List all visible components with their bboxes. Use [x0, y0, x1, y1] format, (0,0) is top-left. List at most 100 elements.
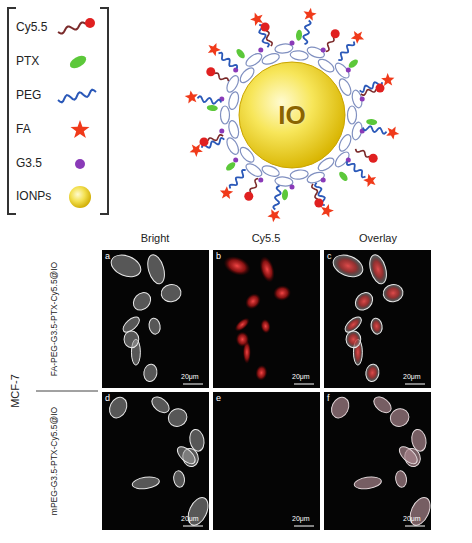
- cell-shape: [410, 428, 428, 452]
- nanoparticle-illustration: [185, 8, 400, 223]
- cell-shape: [354, 475, 383, 490]
- ptx-drug: [296, 30, 303, 41]
- fa-star: [386, 127, 399, 140]
- cell-shape: [108, 251, 144, 281]
- g35-dot: [233, 157, 238, 162]
- overlay-tint: [406, 494, 434, 528]
- dendrimer-loop: [333, 150, 352, 169]
- legend-label: PEG: [16, 89, 41, 102]
- dendrimer-loop: [244, 161, 264, 179]
- g35-symbol: [75, 159, 85, 169]
- cell-shape: [120, 314, 142, 335]
- cell-shape: [145, 253, 168, 286]
- dendrimer-loop: [227, 120, 240, 140]
- cell-shape: [188, 428, 206, 452]
- legend-label: IONPs: [16, 190, 51, 203]
- fa-star: [220, 186, 233, 199]
- cell-shape: [371, 394, 394, 416]
- scale-bar: [183, 384, 203, 385]
- panel-letter: d: [105, 394, 110, 404]
- fluorescence-signal: [254, 364, 268, 381]
- dendrimer-loop: [225, 74, 241, 94]
- cell-shape: [382, 283, 404, 303]
- cell-shape: [149, 394, 172, 416]
- scale-label: 20μm: [292, 373, 310, 381]
- cell-shape: [352, 289, 376, 314]
- cy55-symbol: [58, 23, 86, 34]
- dendrimer-loop: [225, 136, 241, 156]
- fa-star: [351, 31, 364, 44]
- fa-symbol: [71, 120, 90, 138]
- fluorescence-signal: [272, 284, 292, 302]
- peg-chain: [230, 170, 246, 189]
- row-label: mPEG-G3.5-PTX-Cy5.5@IO: [50, 407, 59, 515]
- micrograph-panel: [213, 250, 320, 388]
- ptx-drug: [366, 119, 377, 126]
- cell-shape: [174, 444, 198, 467]
- cy55-chain: [208, 135, 223, 141]
- cell-shape: [370, 317, 384, 335]
- fa-star: [381, 73, 394, 86]
- dendrimer-loop: [306, 45, 326, 60]
- dendrimer-loop: [290, 169, 309, 180]
- core-label: IO: [278, 101, 305, 130]
- g35-dot: [346, 68, 351, 73]
- g35-dot: [219, 129, 224, 134]
- scale-bar: [405, 526, 425, 527]
- overlay-tint: [371, 394, 394, 416]
- ionp-symbol: [69, 186, 91, 208]
- fluorescence-signal: [233, 315, 252, 333]
- overlay-tint: [396, 444, 420, 467]
- dendrimer-loop: [290, 50, 309, 61]
- fluorescence-signal: [347, 331, 361, 347]
- ptx-drug: [347, 58, 359, 70]
- fa-star: [363, 174, 376, 187]
- row-separator: [36, 391, 98, 392]
- overlay-tint: [354, 475, 383, 490]
- cell-shape: [130, 289, 154, 314]
- dendrimer-loop: [244, 51, 264, 69]
- cy55-dot: [206, 67, 215, 76]
- cell-shape: [396, 444, 420, 467]
- cell-shape: [160, 283, 182, 303]
- dendrimer-loop: [348, 106, 357, 124]
- column-header: Overlay: [359, 232, 397, 244]
- micrograph-panel: [324, 250, 431, 388]
- cell-shape: [132, 475, 161, 490]
- cell-shape: [406, 494, 434, 528]
- scale-label: 20μm: [292, 515, 310, 523]
- row-label: FA-PEG-G3.5-PTX-Cy5.5@IO: [50, 262, 59, 376]
- fluorescence-signal: [383, 284, 403, 302]
- ptx-drug: [207, 105, 218, 112]
- cell-shape: [395, 470, 408, 488]
- g35-dot: [258, 177, 263, 182]
- fluorescence-signal: [344, 315, 363, 333]
- cy55-chain: [214, 73, 228, 81]
- legend-label: FA: [16, 123, 31, 136]
- ptx-drug: [282, 189, 289, 200]
- peg-chain: [347, 161, 366, 177]
- fluorescence-signal: [242, 290, 264, 312]
- cell-shape: [342, 314, 364, 335]
- cy55-dot: [314, 199, 323, 208]
- cell-shape: [173, 470, 186, 488]
- panel-letter: b: [216, 252, 221, 262]
- fluorescence-signal: [368, 255, 388, 285]
- fa-star: [190, 144, 203, 157]
- scale-label: 20μm: [181, 515, 199, 523]
- overlay-tint: [395, 470, 408, 488]
- g35-dot: [321, 48, 326, 53]
- scale-bar: [294, 384, 314, 385]
- fa-star: [267, 209, 280, 222]
- cell-shape: [148, 317, 162, 335]
- microscopy-panels: [102, 250, 434, 530]
- fluorescence-signal: [371, 318, 383, 334]
- g35-dot: [258, 48, 263, 53]
- cell-shape: [330, 251, 366, 281]
- cy55-dot: [369, 154, 378, 163]
- peg-chain: [273, 186, 280, 210]
- panel-letter: f: [327, 394, 330, 404]
- cell-shape: [124, 331, 139, 348]
- legend-symbols: [58, 18, 96, 208]
